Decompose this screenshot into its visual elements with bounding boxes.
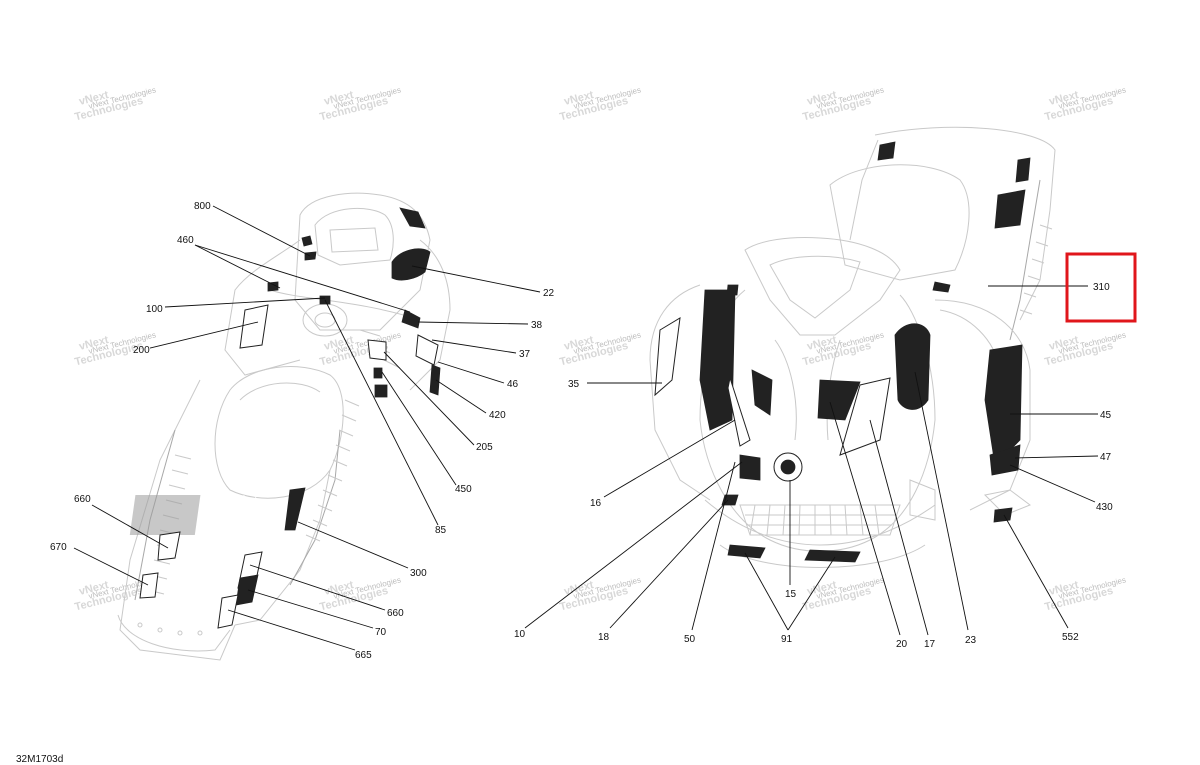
decal-300 [284,487,306,531]
decal-47 [989,444,1021,476]
watermark: vNext Technologies vNext Technologies [801,85,884,123]
callout-660[interactable]: 660 [387,608,404,619]
decal-660a [157,531,181,561]
decal-10 [739,454,761,481]
decal-23-logo [894,323,931,410]
decal-hood-left [751,369,773,416]
snowmobile-rear-view: 800 460 100 200 22 38 37 46 420 205 450 … [50,192,555,661]
callout-420[interactable]: 420 [489,410,506,421]
watermark: vNext Technologies vNext Technologies [318,85,401,123]
callout-23[interactable]: 23 [965,635,977,646]
track-treads [147,329,401,595]
decal-85 [374,384,388,398]
decal-seat-rear [877,141,896,161]
decal-22-logo [391,248,431,281]
callout-45[interactable]: 45 [1100,410,1112,421]
rear-track-treads [1019,224,1053,315]
decal-310 [932,281,951,293]
callout-670[interactable]: 670 [50,542,67,553]
callout-85[interactable]: 85 [435,525,447,536]
decal-17 [839,377,891,456]
callout-47[interactable]: 47 [1100,452,1112,463]
callout-205[interactable]: 205 [476,442,493,453]
callout-22[interactable]: 22 [543,288,555,299]
decal-205 [367,339,387,361]
decal-800 [304,251,317,261]
watermark: vNext Technologies vNext Technologies [558,330,641,368]
decal-46 [429,364,441,396]
watermark: vNext Technologies vNext Technologies [73,85,156,123]
decal-20 [817,379,861,421]
decal-hood-vent [726,284,739,296]
callout-18[interactable]: 18 [598,632,610,643]
callout-16[interactable]: 16 [590,498,602,509]
decal-460b [267,281,279,292]
watermark: vNext Technologies vNext Technologies [1043,575,1126,613]
callout-15[interactable]: 15 [785,589,797,600]
watermark: vNext Technologies vNext Technologies [318,575,401,613]
decal-tunnel-side [994,189,1026,229]
watermark: vNext Technologies vNext Technologies [558,85,641,123]
callout-35[interactable]: 35 [568,379,580,390]
callout-46[interactable]: 46 [507,379,519,390]
callout-38[interactable]: 38 [531,320,543,331]
callout-17[interactable]: 17 [924,639,936,650]
callout-430[interactable]: 430 [1096,502,1113,513]
watermark: vNext Technologies vNext Technologies [801,575,884,613]
decals-right [654,141,1031,563]
decal-16 [727,376,751,447]
decal-670 [139,572,159,599]
watermark: vNext Technologies vNext Technologies [1043,330,1126,368]
decal-windshield [399,207,426,229]
callout-70[interactable]: 70 [375,627,387,638]
callouts-left: 800 460 100 200 22 38 37 46 420 205 450 … [50,201,555,661]
decals-left [139,207,441,629]
watermark-layer: vNext Technologies vNext Technologies vN… [73,85,1126,613]
decal-35 [654,317,681,397]
decal-91a [727,544,766,559]
front-grille [739,504,901,536]
decal-200 [239,304,269,349]
leader-lines-left [73,205,541,651]
callout-552[interactable]: 552 [1062,632,1079,643]
callout-460[interactable]: 460 [177,235,194,246]
decal-552 [993,507,1013,523]
decal-38 [401,309,421,329]
callout-200[interactable]: 200 [133,345,150,356]
callout-20[interactable]: 20 [896,639,908,650]
decal-450 [373,367,383,379]
leader-lines-right [524,285,1099,636]
snowmobile-front-view: 35 16 10 18 50 15 91 20 17 23 310 45 47 … [514,126,1137,650]
callout-50[interactable]: 50 [684,634,696,645]
decal-460a [301,235,313,247]
callout-37[interactable]: 37 [519,349,531,360]
callouts-right: 35 16 10 18 50 15 91 20 17 23 310 45 47 … [514,282,1113,650]
callout-100[interactable]: 100 [146,304,163,315]
callout-450[interactable]: 450 [455,484,472,495]
watermark: vNext Technologies vNext Technologies [558,575,641,613]
decal-logo-side-left [699,289,736,431]
drawing-id: 32M1703d [16,754,63,765]
selected-callout-highlight [1065,252,1137,323]
callout-300[interactable]: 300 [410,568,427,579]
callout-10[interactable]: 10 [514,629,526,640]
callout-310[interactable]: 310 [1093,282,1110,293]
callout-800[interactable]: 800 [194,201,211,212]
watermark: vNext Technologies vNext Technologies [318,330,401,368]
decal-665 [217,594,239,629]
decal-37 [415,334,439,366]
decal-91b [804,549,861,563]
decal-tunnel-rear [1015,157,1031,183]
watermark: vNext Technologies vNext Technologies [1043,85,1126,123]
callout-665[interactable]: 665 [355,650,372,661]
callout-91[interactable]: 91 [781,634,793,645]
callout-660[interactable]: 660 [74,494,91,505]
